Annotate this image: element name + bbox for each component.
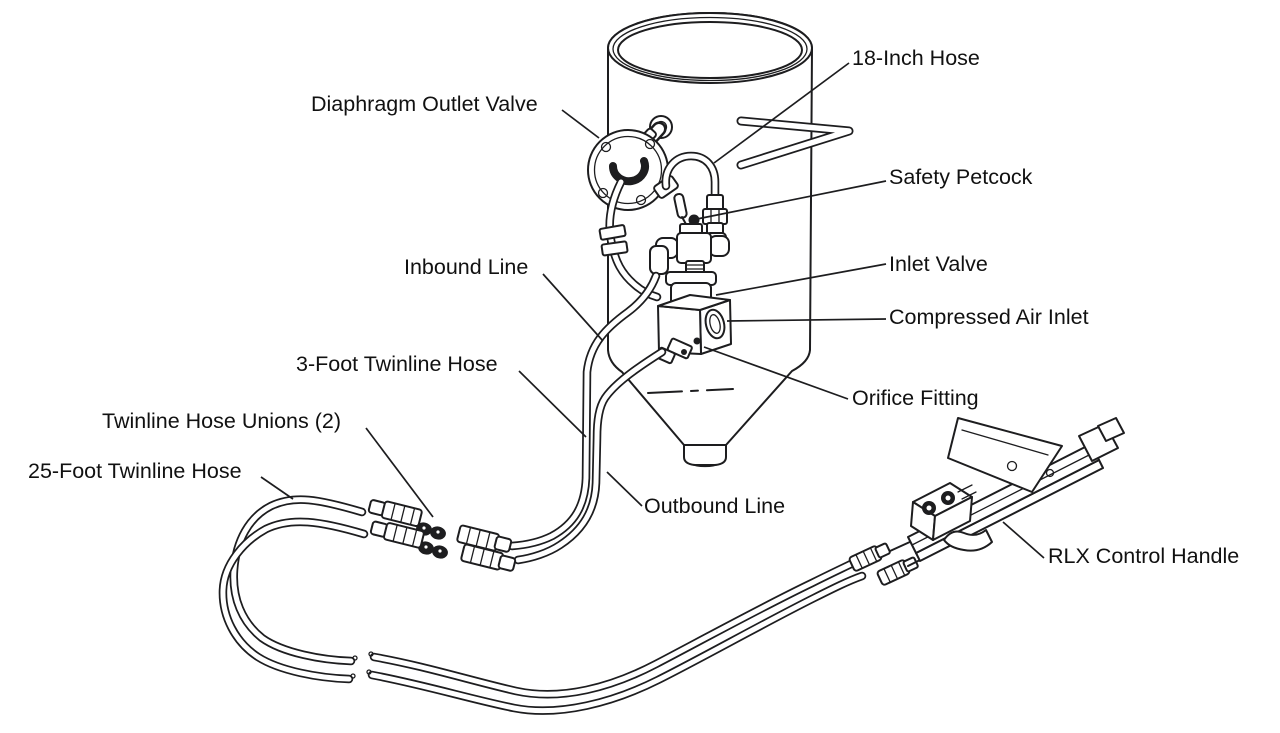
label-3-foot-twinline-hose: 3-Foot Twinline Hose (296, 352, 498, 376)
label-18-inch-hose: 18-Inch Hose (852, 46, 980, 70)
label-inlet-valve: Inlet Valve (889, 252, 988, 276)
label-outbound-line: Outbound Line (644, 494, 786, 518)
label-inbound-line: Inbound Line (404, 255, 529, 279)
rlx-control-handle-part (848, 417, 1125, 586)
valve-block (657, 294, 732, 355)
label-compressed-air-inlet: Compressed Air Inlet (889, 305, 1089, 329)
label-safety-petcock: Safety Petcock (889, 165, 1033, 189)
tank-handle (736, 116, 854, 170)
label-25-foot-twinline-hose: 25-Foot Twinline Hose (28, 459, 242, 483)
hose-break-symbol (350, 651, 374, 679)
inbound-line-hose (507, 271, 661, 551)
label-orifice-fitting: Orifice Fitting (852, 386, 979, 410)
compressed-air-inlet-port (704, 308, 726, 340)
twinline-hose-fittings-right (456, 524, 517, 572)
diaphragm-outlet-valve-part (587, 115, 673, 211)
handle-lever (947, 417, 1063, 493)
label-twinline-hose-unions: Twinline Hose Unions (2) (102, 409, 341, 433)
twinline-hose-fittings-left (367, 499, 425, 549)
label-rlx-control-handle: RLX Control Handle (1048, 544, 1240, 568)
leader-lines (260, 62, 1045, 559)
material-level-line (647, 388, 734, 394)
label-diaphragm-outlet-valve: Diaphragm Outlet Valve (311, 92, 538, 116)
safety-petcock-part (673, 192, 703, 236)
25-foot-twinline-hose-part (218, 495, 867, 715)
18-inch-hose-part (653, 151, 728, 250)
outbound-line-hose (513, 347, 667, 565)
